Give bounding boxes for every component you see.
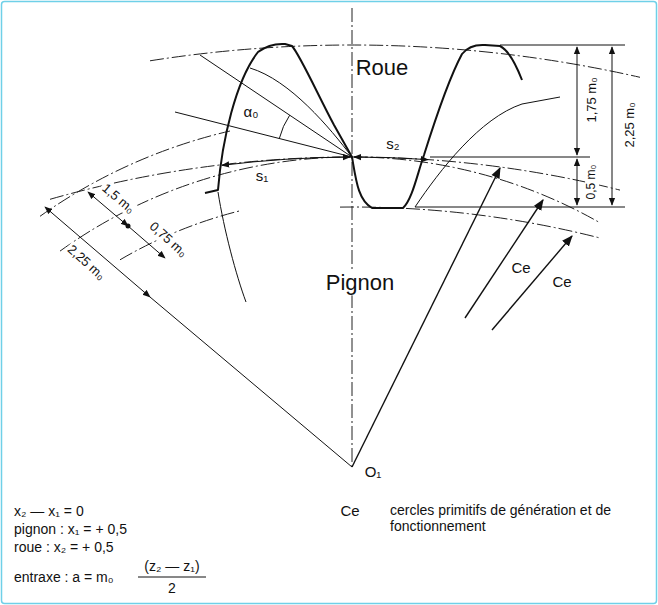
circle-label: Ce: [550, 273, 573, 290]
dimension-label: 0,5 m₀: [585, 163, 599, 202]
dimension-label: 1,5 m₀: [97, 180, 139, 218]
extension-line: [415, 207, 625, 208]
dimension-line: [577, 47, 578, 155]
dimension-label: 2,25 m₀: [623, 100, 638, 149]
radius-arrow: [465, 200, 543, 318]
gear-name: Pignon: [324, 270, 397, 295]
pitch-circle: [50, 157, 620, 199]
root-circle: [340, 207, 600, 238]
tooth-profile: [218, 192, 246, 302]
formula: 2: [166, 580, 178, 596]
fraction-bar: [138, 577, 206, 578]
dimension-label: 2,25 m₀: [63, 241, 110, 285]
thickness-arrow: [354, 157, 428, 160]
legend-text: cercles primitifs de génération et de fo…: [388, 502, 622, 534]
note: pignon : x₁ = + 0,5: [12, 521, 129, 537]
extension-line: [430, 157, 590, 158]
reference-line: [175, 112, 352, 157]
note: x₂ — x₁ = 0: [12, 503, 86, 519]
dimension-dot: [126, 224, 131, 229]
extension-line: [500, 45, 625, 46]
center-label: O₁: [363, 463, 384, 480]
tooth-profile: [415, 97, 560, 207]
dimension-label: 1,75 m₀: [585, 75, 600, 124]
angle-label: α₀: [242, 103, 261, 120]
line-of-action: [200, 55, 352, 157]
dimension-label: 0,75 m₀: [145, 218, 192, 262]
thickness-arrow: [222, 157, 350, 165]
gear-name: Roue: [354, 55, 411, 80]
dimension-line: [45, 207, 150, 297]
note: roue : x₂ = + 0,5: [12, 539, 116, 555]
radial-line: [150, 297, 352, 467]
formula: (z₂ — z₁): [142, 558, 201, 574]
dimension-line: [612, 47, 613, 205]
circle-label: Ce: [509, 259, 532, 276]
legend-key: Ce: [338, 502, 361, 519]
tooth-profile: [205, 44, 522, 208]
dimension-line: [577, 159, 578, 205]
formula: entraxe : a = m₀: [12, 569, 116, 585]
center-line: [352, 8, 353, 467]
thickness-label: s₁: [254, 167, 271, 184]
radius-arrow: [352, 168, 500, 467]
angle-arc: [279, 115, 289, 138]
thickness-label: s₂: [384, 135, 401, 152]
